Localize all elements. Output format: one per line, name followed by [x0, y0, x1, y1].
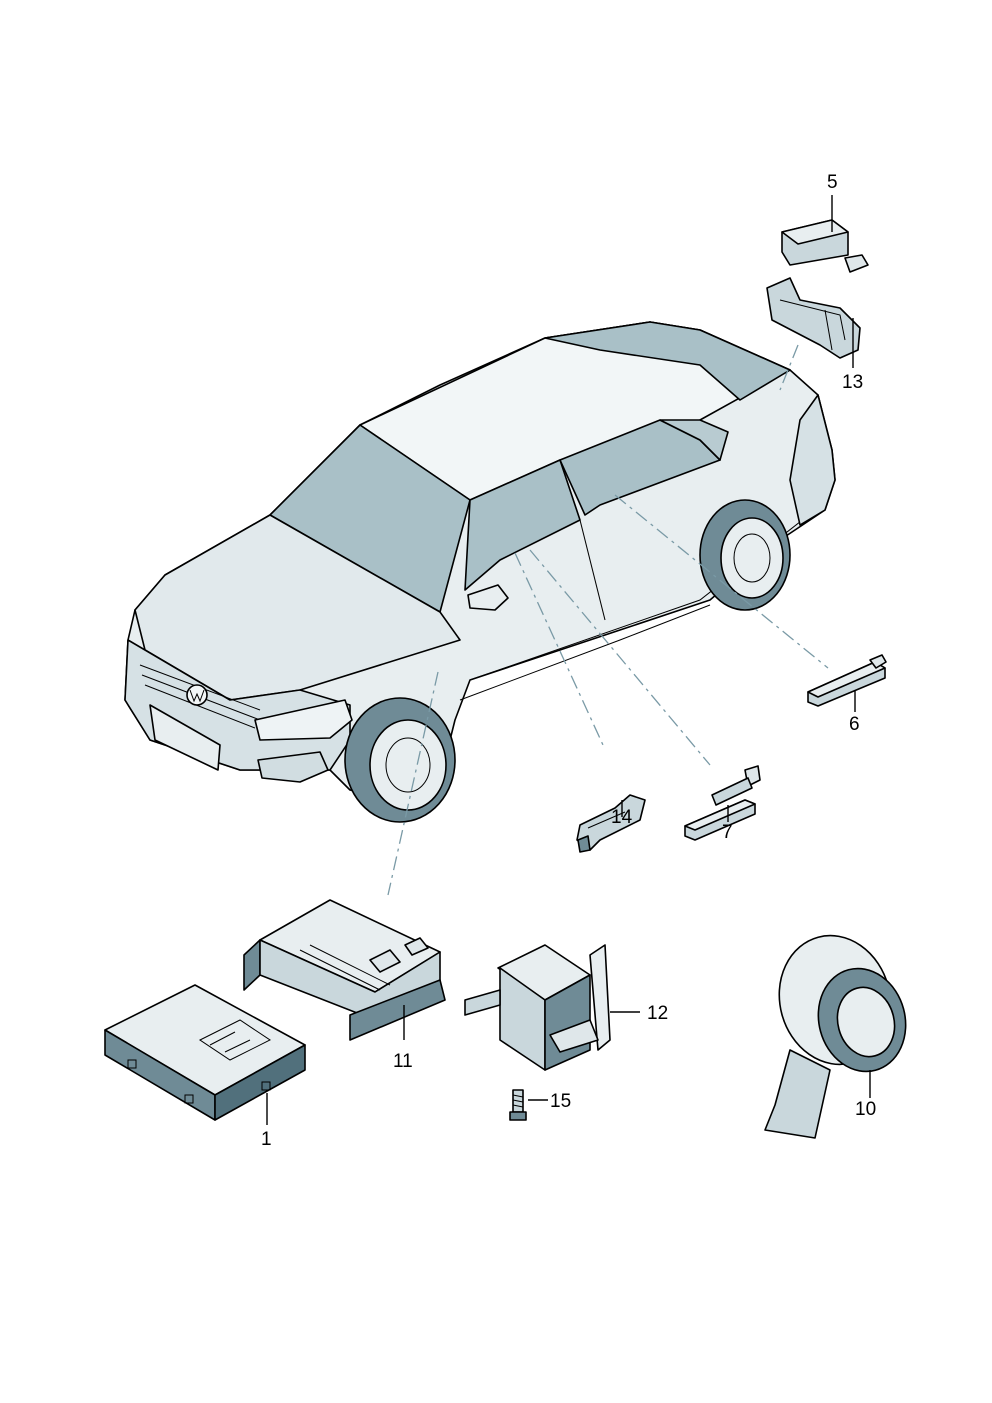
- part-5-antenna-connector: 5: [781, 172, 869, 273]
- callout-11: 11: [393, 1051, 413, 1072]
- callout-12: 12: [647, 1003, 668, 1024]
- callout-14: 14: [611, 807, 633, 828]
- part-10-adhesive-tape-roll: 10: [764, 934, 907, 1139]
- part-14-clip: 14: [576, 794, 646, 853]
- callout-10: 10: [855, 1099, 876, 1120]
- part-6-antenna-strip: 6: [807, 654, 887, 735]
- part-13-bracket: 13: [766, 277, 863, 393]
- front-wheel: [344, 697, 456, 823]
- part-15-bolt: 15: [509, 1089, 571, 1121]
- part-7-antenna-strip: 7: [684, 765, 761, 843]
- callout-5: 5: [827, 172, 838, 193]
- rear-wheel: [699, 499, 791, 611]
- part-11-control-unit-bracket: 11: [243, 899, 446, 1072]
- part-12-holder: 12: [464, 944, 668, 1071]
- callout-6: 6: [849, 714, 860, 735]
- part-1-control-unit: 1: [104, 984, 306, 1150]
- vehicle-illustration: [124, 321, 836, 823]
- callout-15: 15: [550, 1091, 571, 1112]
- callout-1: 1: [261, 1129, 272, 1150]
- callout-13: 13: [842, 372, 863, 393]
- vehicle-leaders: [387, 344, 829, 896]
- callout-7: 7: [722, 822, 733, 843]
